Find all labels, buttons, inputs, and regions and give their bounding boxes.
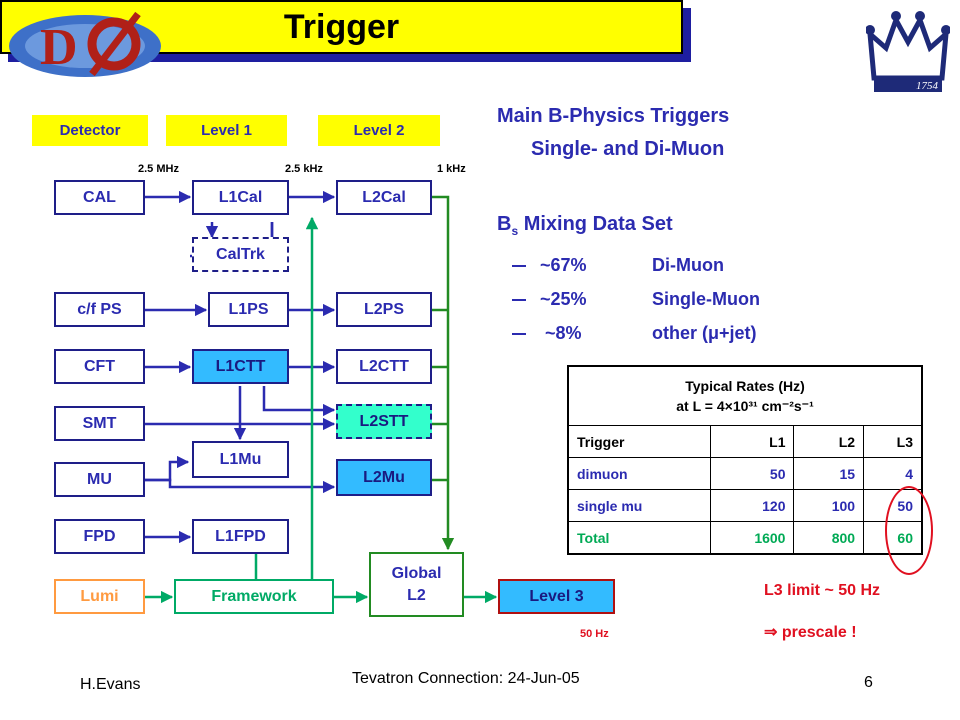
dataset-item-pct: ~8% [540,323,582,343]
table-row: single mu 120 100 50 [567,489,923,522]
dataset-title-rest: Mixing Data Set [518,213,673,235]
detector-mu: MU [54,462,145,497]
rate-l2-input: 2.5 kHz [285,163,323,175]
rates-table-caption: Typical Rates (Hz) at L = 4×10³¹ cm⁻²s⁻¹ [567,365,923,426]
global-l2: Global L2 [369,552,464,617]
footer-author: H.Evans [80,676,141,693]
dataset-title: Bs Mixing Data Set [497,213,673,238]
header-detector: Detector [32,115,148,146]
l2-cal: L2Cal [336,180,432,215]
col-header-l2: L2 [793,425,865,458]
header-level1: Level 1 [166,115,287,146]
prescale-note: ⇒ prescale ! [764,624,857,641]
columbia-crown-logo: 1754 [865,8,951,98]
footer-event: Tevatron Connection: 24-Jun-05 [352,670,580,687]
table-cell: single mu [567,489,712,522]
rates-table-caption-line1: Typical Rates (Hz) [685,378,805,394]
bullet-dash [512,299,526,302]
crown-year: 1754 [916,80,939,92]
framework: Framework [174,579,334,614]
table-cell: dimuon [567,457,712,490]
rates-table: Typical Rates (Hz) at L = 4×10³¹ cm⁻²s⁻¹… [567,365,923,555]
table-cell: 4 [863,457,923,490]
header-level2: Level 2 [318,115,440,146]
dataset-item: ~25% Single-Muon [512,289,760,310]
dataset-item-label: Single-Muon [652,289,760,309]
dataset-item-pct: ~67% [540,255,587,275]
l1-ps: L1PS [208,292,289,327]
table-cell: 100 [793,489,865,522]
l1-fpd: L1FPD [192,519,289,554]
l1-caltrk: CalTrk [192,237,289,272]
table-cell: 120 [710,489,795,522]
footer-page-number: 6 [864,674,873,691]
l2-mu: L2Mu [336,459,432,496]
dataset-title-sub: s [511,224,519,238]
level3: Level 3 [498,579,615,614]
detector-fpd: FPD [54,519,145,554]
dataset-item: ~67% Di-Muon [512,255,724,276]
bullet-dash [512,265,526,268]
table-cell: 50 [710,457,795,490]
dataset-item-label: other (μ+jet) [652,323,757,343]
detector-cal: CAL [54,180,145,215]
l2-ps: L2PS [336,292,432,327]
table-cell: 800 [793,521,865,555]
table-row: Total 1600 800 60 [567,521,923,555]
detector-smt: SMT [54,406,145,441]
highlight-ellipse [885,486,933,575]
l2-ctt: L2CTT [336,349,432,384]
l2-stt: L2STT [336,404,432,439]
rate-l3-input: 1 kHz [437,163,466,175]
dataset-item: ~8% other (μ+jet) [512,323,757,344]
table-cell: 1600 [710,521,795,555]
l1-ctt: L1CTT [192,349,289,384]
rates-table-caption-line2: at L = 4×10³¹ cm⁻²s⁻¹ [676,398,814,414]
table-cell: 15 [793,457,865,490]
physics-heading1: Main B-Physics Triggers [497,105,730,127]
detector-lumi: Lumi [54,579,145,614]
detector-cf-ps: c/f PS [54,292,145,327]
col-header-l1: L1 [710,425,795,458]
bullet-dash [512,333,526,336]
table-cell: Total [567,521,712,555]
l3-limit-note: L3 limit ~ 50 Hz [764,582,881,599]
rate-l3-output: 50 Hz [580,628,609,640]
table-row: dimuon 50 15 4 [567,457,923,490]
dataset-title-b: B [497,213,512,235]
col-header-trigger: Trigger [567,425,712,458]
dataset-item-pct: ~25% [540,289,587,309]
col-header-l3: L3 [863,425,923,458]
rate-l1-input: 2.5 MHz [138,163,179,175]
l1-mu: L1Mu [192,441,289,478]
physics-heading2: Single- and Di-Muon [531,138,725,160]
svg-text:D: D [40,19,78,76]
dzero-logo: D [6,6,164,80]
dataset-item-label: Di-Muon [652,255,724,275]
l1-cal: L1Cal [192,180,289,215]
detector-cft: CFT [54,349,145,384]
